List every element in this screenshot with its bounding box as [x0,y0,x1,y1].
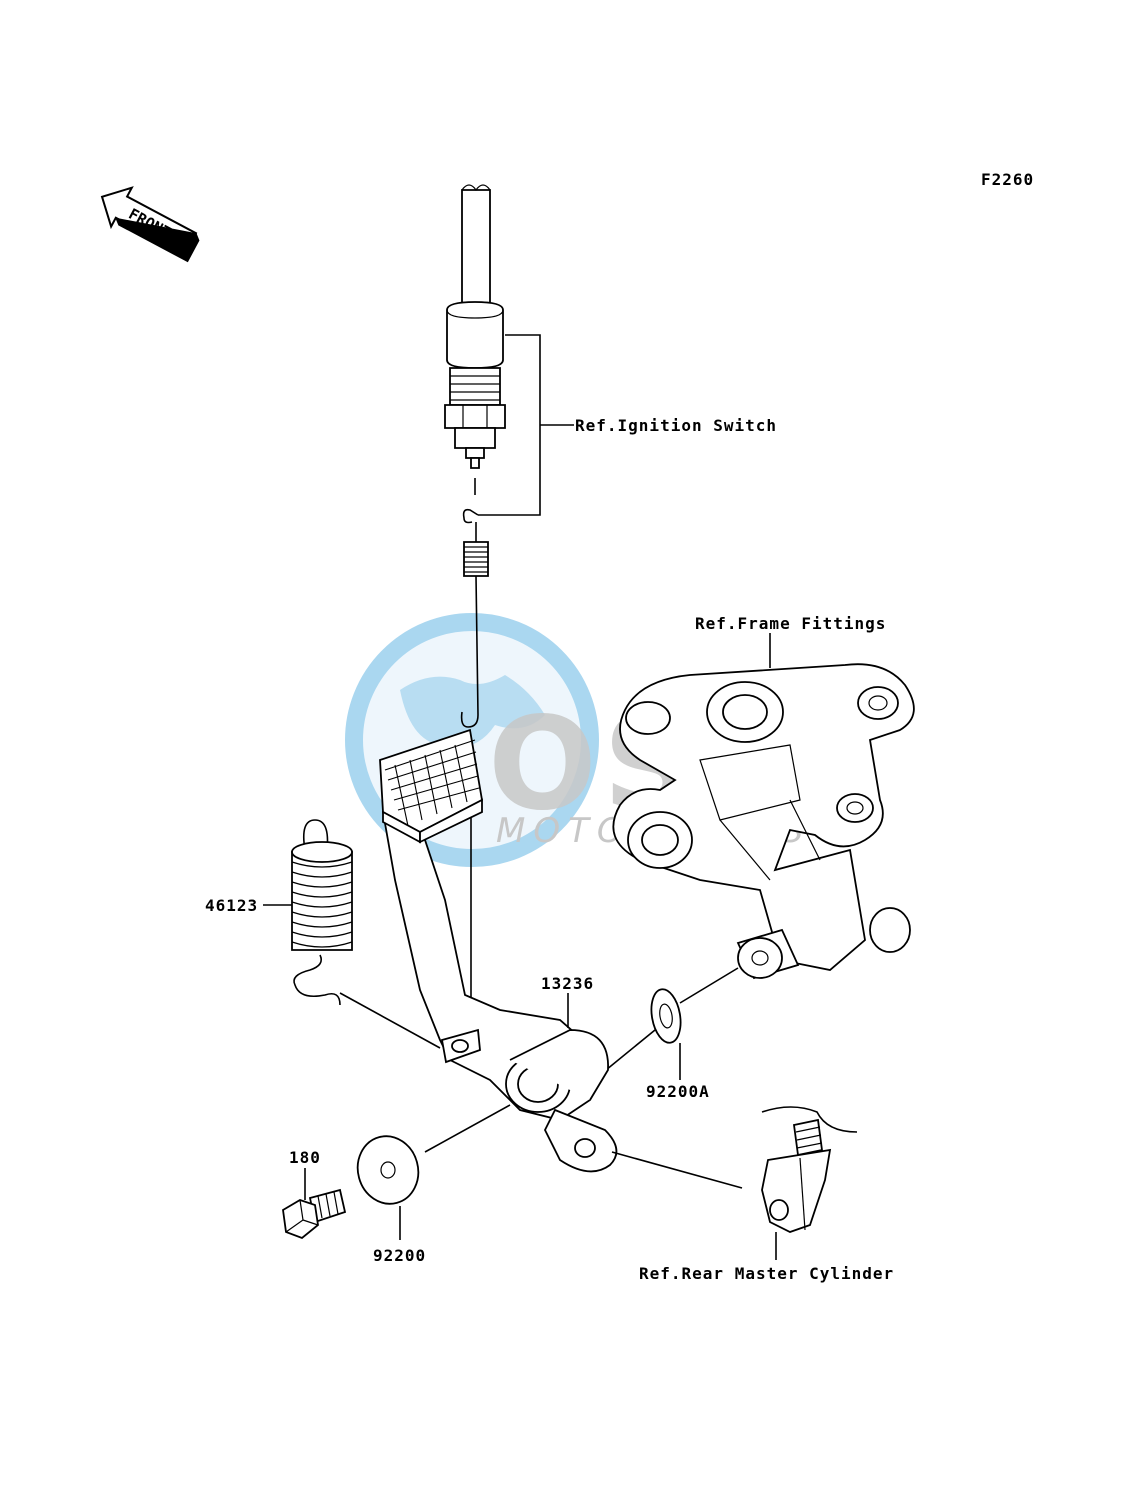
label-spring: 46123 [205,896,258,915]
bolt-180 [282,1188,347,1240]
leader-washer-92200a-shaft [679,967,739,1004]
return-spring [291,819,353,1006]
label-ignition-switch: Ref.Ignition Switch [575,416,777,435]
leader-washer-92200a-pedal [605,1029,656,1071]
washer-92200 [356,1135,420,1205]
rear-master-cylinder-clevis [761,1106,858,1233]
leader-spring-to-pedal [339,992,441,1049]
pivot-shaft [736,928,800,980]
label-washer-92200a: 92200A [646,1082,710,1101]
brake-pedal [379,728,618,1173]
figure-code: F2260 [981,170,1034,189]
foot-pad-grid [384,739,480,827]
front-arrow-icon: FRONT [100,186,200,263]
washer-92200a [650,988,682,1044]
label-rear-master-cylinder: Ref.Rear Master Cylinder [639,1264,894,1283]
frame-fittings-bracket [612,663,915,971]
label-frame-fittings: Ref.Frame Fittings [695,614,886,633]
label-pedal: 13236 [541,974,594,993]
leader-clevis-to-pedal [611,1151,743,1189]
leader-washer-92200-pedal [424,1104,511,1153]
brake-light-switch [444,184,506,495]
label-bolt: 180 [289,1148,321,1167]
label-washer-92200: 92200 [373,1246,426,1265]
